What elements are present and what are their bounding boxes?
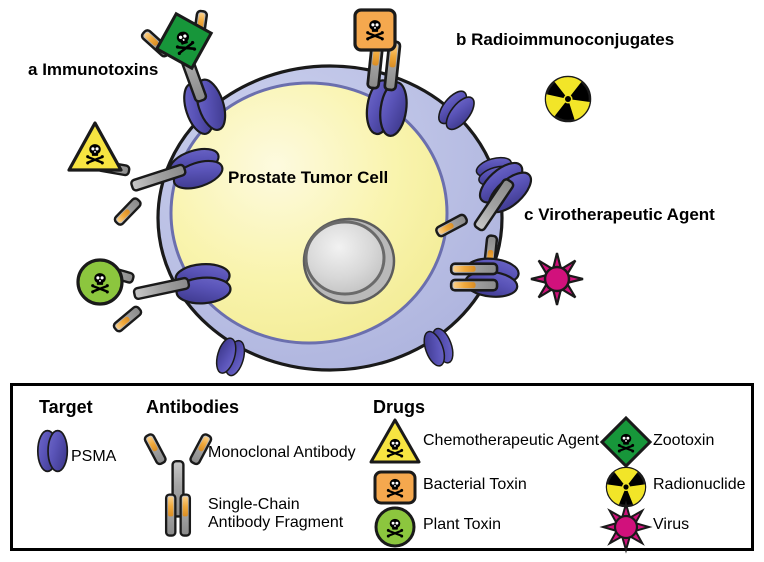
legend-label-chemotherapeutic-agent: Chemotherapeutic Agent: [423, 432, 600, 449]
immunotoxin-chemo-complex: [67, 121, 227, 229]
psma-receptor: [212, 335, 249, 379]
radioimmunoconjugate-complex: [431, 75, 592, 274]
yellow-triangle-skull-icon: [369, 418, 421, 464]
psma-receptor-icon: [36, 429, 69, 473]
legend-box: Target Antibodies Drugs: [10, 383, 754, 554]
panel-label-a: a Immunotoxins: [28, 60, 158, 80]
legend-label-monoclonal-antibody: Monoclonal Antibody: [208, 444, 356, 461]
legend-heading-target: Target: [39, 397, 93, 417]
green-circle-skull-icon: [374, 506, 416, 548]
legend-label-scfv-line1: Single-Chain: [208, 496, 300, 513]
tumor-cell-body: [156, 64, 504, 372]
legend-label-virus: Virus: [653, 516, 690, 533]
legend-label-psma: PSMA: [71, 448, 117, 465]
legend-icons: [36, 415, 653, 554]
radionuclide-trefoil-icon: [544, 75, 592, 123]
orange-square-skull-icon: [373, 470, 417, 505]
legend-label-bacterial-toxin: Bacterial Toxin: [423, 476, 527, 493]
green-circle-skull-icon: [76, 258, 124, 306]
legend-label-scfv-line2: Antibody Fragment: [208, 514, 344, 531]
virus-spiky-icon: [599, 500, 653, 554]
panel-label-c: c Virotherapeutic Agent: [524, 205, 715, 225]
legend-label-plant-toxin: Plant Toxin: [423, 516, 501, 533]
virotherapeutic-complex: [449, 252, 584, 306]
immunotoxin-bacterialtoxin-complex: [353, 8, 411, 139]
radionuclide-trefoil-icon: [605, 466, 647, 508]
cell-label: Prostate Tumor Cell: [228, 168, 389, 187]
virus-spiky-icon: [530, 252, 584, 306]
panel-marker-b: b: [456, 30, 472, 49]
legend-label-zootoxin: Zootoxin: [653, 432, 715, 449]
panel-title-a: Immunotoxins: [42, 60, 159, 79]
yellow-triangle-skull-icon: [67, 121, 123, 172]
green-diamond-skull-icon: [154, 11, 214, 71]
panel-title-b: Radioimmunoconjugates: [471, 30, 675, 49]
legend-label-single-chain-fragment: Single-Chain Antibody Fragment: [208, 496, 343, 532]
green-diamond-skull-icon: [599, 415, 653, 469]
orange-square-skull-icon: [353, 8, 397, 52]
legend-label-radionuclide: Radionuclide: [653, 476, 746, 493]
immunotoxin-zootoxin-complex: [137, 6, 237, 139]
panel-marker-c: c: [524, 205, 539, 224]
immunotoxin-planttoxin-complex: [76, 247, 233, 335]
legend-heading-antibodies: Antibodies: [146, 397, 239, 417]
nucleus: [304, 220, 386, 296]
panel-marker-a: a: [28, 60, 43, 79]
monoclonal-antibody-icon: [142, 431, 214, 518]
panel-title-c: Virotherapeutic Agent: [538, 205, 715, 224]
panel-label-b: b Radioimmunoconjugates: [456, 30, 674, 50]
legend-heading-drugs: Drugs: [373, 397, 426, 417]
